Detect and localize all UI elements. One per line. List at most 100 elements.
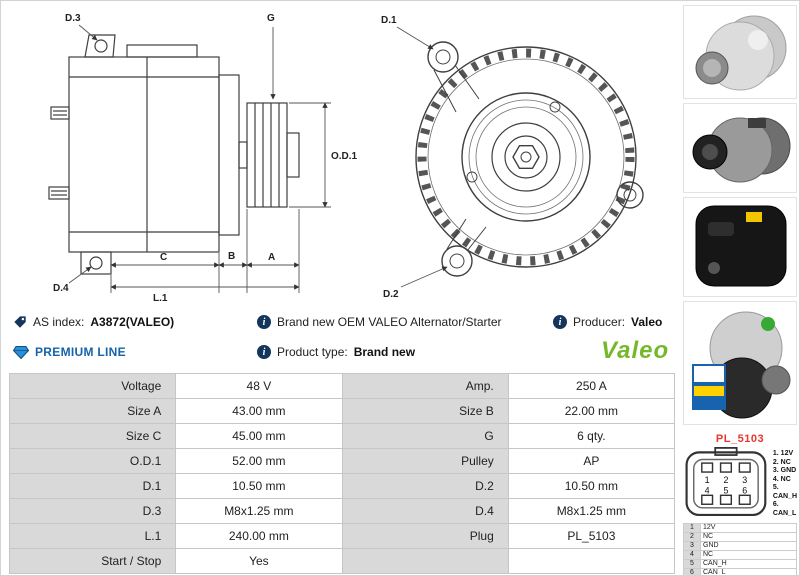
- description-group: i Brand new OEM VALEO Alternator/Starter: [257, 315, 502, 329]
- spec-value: 6 qty.: [507, 423, 676, 449]
- spec-row: Size A 43.00 mm Size B 22.00 mm: [8, 398, 676, 424]
- producer-value: Valeo: [631, 315, 663, 329]
- brand-logo-group: Valeo: [601, 337, 669, 365]
- dim-label-l1: L.1: [153, 293, 168, 304]
- producer-group: i Producer: Valeo: [553, 315, 662, 329]
- dim-label-a: A: [268, 252, 275, 263]
- spec-value: 43.00 mm: [175, 398, 343, 424]
- photo-1-image: [695, 15, 787, 91]
- pin-number: 5: [683, 558, 701, 569]
- spec-label: Plug: [341, 523, 509, 549]
- spec-label: O.D.1: [8, 448, 177, 474]
- dim-label-g: G: [267, 13, 275, 24]
- pin-label: GND: [700, 540, 797, 551]
- slot-number: 1: [705, 475, 710, 485]
- tag-icon: [14, 316, 26, 328]
- spec-table: Voltage 48 V Amp. 250 A Size A 43.00 mm …: [8, 373, 676, 574]
- spec-label: L.1: [8, 523, 177, 549]
- photo-3-image: [695, 205, 787, 287]
- spec-label: Size B: [341, 398, 509, 424]
- pin-row: 1 12V: [683, 522, 797, 533]
- connector-diagram: 1 2 3 4 5 6: [685, 447, 767, 517]
- product-description: Brand new OEM VALEO Alternator/Starter: [277, 315, 502, 329]
- pin-label: 12V: [700, 522, 797, 533]
- spec-label: Size A: [8, 398, 177, 424]
- slot-number: 5: [723, 486, 728, 496]
- connector-section: PL_5103 1 2 3 4 5 6: [683, 433, 797, 575]
- info-icon: i: [257, 315, 271, 329]
- spec-value: 52.00 mm: [175, 448, 343, 474]
- product-type-label: Product type:: [277, 345, 348, 359]
- photo-2-image: [692, 117, 791, 183]
- spec-row: Size C 45.00 mm G 6 qty.: [8, 423, 676, 449]
- spec-label: D.2: [341, 473, 509, 499]
- pin-label: NC: [700, 549, 797, 560]
- spec-value: 250 A: [507, 373, 676, 399]
- pin-number: 3: [683, 540, 701, 551]
- as-index-value: A3872(VALEO): [90, 315, 175, 329]
- pin-row: 6 CAN_L: [683, 567, 797, 575]
- product-photo-4[interactable]: [683, 301, 797, 425]
- photo-4-image: [692, 311, 791, 419]
- product-photo-3[interactable]: [683, 197, 797, 297]
- pin-table: 1 12V 2 NC 3 GND 4 NC: [683, 522, 797, 575]
- photo-column: PL_5103 1 2 3 4 5 6: [683, 5, 797, 575]
- spec-value: 240.00 mm: [175, 523, 343, 549]
- pin-legend-item: 1. 12V: [772, 450, 794, 457]
- spec-label: D.1: [8, 473, 177, 499]
- info-icon: i: [257, 345, 271, 359]
- connector-code: PL_5103: [715, 433, 765, 445]
- spec-label: [341, 548, 509, 574]
- spec-label: Start / Stop: [8, 548, 177, 574]
- pin-row: 5 CAN_H: [683, 558, 797, 569]
- spec-value: 10.50 mm: [507, 473, 676, 499]
- spec-label: Amp.: [341, 373, 509, 399]
- spec-value: 22.00 mm: [507, 398, 676, 424]
- spec-label: G: [341, 423, 509, 449]
- dim-label-d4: D.4: [53, 283, 69, 294]
- slot-number: 6: [742, 486, 747, 496]
- spec-value: PL_5103: [507, 523, 676, 549]
- product-photo-1[interactable]: [683, 5, 797, 99]
- dim-label-od1: O.D.1: [331, 151, 358, 162]
- spec-value: M8x1.25 mm: [175, 498, 343, 524]
- pin-label: NC: [700, 531, 797, 542]
- front-view-drawing: D.1 D.2: [381, 15, 644, 300]
- diamond-icon: [13, 345, 29, 359]
- dim-label-d2: D.2: [383, 289, 399, 300]
- pin-row: 4 NC: [683, 549, 797, 560]
- spec-label: D.4: [341, 498, 509, 524]
- spec-row: O.D.1 52.00 mm Pulley AP: [8, 448, 676, 474]
- pin-row: 2 NC: [683, 531, 797, 542]
- spec-row: D.3 M8x1.25 mm D.4 M8x1.25 mm: [8, 498, 676, 524]
- pin-label: CAN_L: [700, 567, 797, 575]
- pin-legend: 1. 12V 2. NC 3. GND 4. NC 5. CAN_H 6. CA…: [773, 447, 797, 518]
- spec-value: [507, 548, 676, 574]
- slot-number: 3: [742, 475, 747, 485]
- spec-label: Size C: [8, 423, 177, 449]
- premium-line-group: PREMIUM LINE: [13, 345, 126, 359]
- pin-legend-item: 5. CAN_H: [772, 484, 798, 500]
- pin-number: 1: [683, 522, 701, 533]
- spec-value: Yes: [175, 548, 343, 574]
- pin-legend-item: 6. CAN_L: [772, 501, 797, 517]
- spec-row: Voltage 48 V Amp. 250 A: [8, 373, 676, 399]
- product-photo-2[interactable]: [683, 103, 797, 193]
- pin-label: CAN_H: [700, 558, 797, 569]
- slot-number: 2: [723, 475, 728, 485]
- spec-value: 10.50 mm: [175, 473, 343, 499]
- dim-label-c: C: [160, 252, 167, 263]
- dim-label-d1: D.1: [381, 15, 397, 26]
- pin-number: 4: [683, 549, 701, 560]
- valeo-logo: Valeo: [601, 337, 670, 364]
- product-type-group: i Product type: Brand new: [257, 345, 415, 359]
- spec-row: L.1 240.00 mm Plug PL_5103: [8, 523, 676, 549]
- as-index-label: AS index:: [33, 315, 85, 329]
- spec-label: D.3: [8, 498, 177, 524]
- as-index-group: AS index: A3872(VALEO): [13, 315, 174, 329]
- pin-row: 3 GND: [683, 540, 797, 551]
- info-icon: i: [553, 315, 567, 329]
- pin-number: 2: [683, 531, 701, 542]
- dim-label-b: B: [228, 251, 235, 262]
